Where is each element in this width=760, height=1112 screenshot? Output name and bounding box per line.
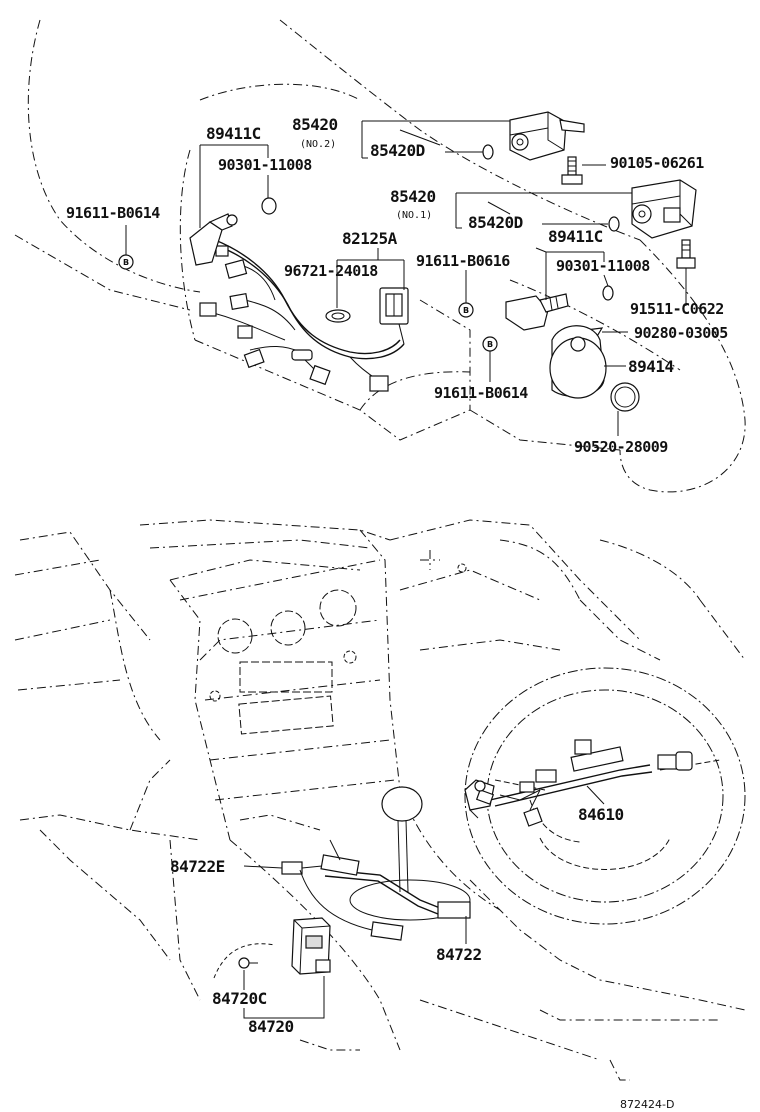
switch-84720 bbox=[291, 917, 331, 975]
clip-85420d-lower bbox=[608, 216, 620, 232]
lower-leaders bbox=[213, 785, 605, 1019]
part-labels: 89411C 90301-11008 91611-B0614 85420 (NO… bbox=[66, 115, 729, 1111]
label-90301-right: 90301-11008 bbox=[556, 257, 650, 275]
upper-outline bbox=[14, 19, 746, 493]
clip-85420d-upper bbox=[482, 144, 494, 160]
upper-leaders bbox=[125, 120, 687, 436]
label-82125a: 82125A bbox=[342, 229, 398, 248]
svg-text:B: B bbox=[463, 306, 469, 315]
label-84720c: 84720C bbox=[212, 989, 267, 1008]
label-85420d-lower: 85420D bbox=[468, 213, 523, 232]
harness-84722 bbox=[281, 839, 471, 941]
label-85420d-upper: 85420D bbox=[370, 141, 425, 160]
label-89411c-right: 89411C bbox=[548, 227, 603, 246]
badge-b-bottom: B bbox=[482, 336, 498, 352]
sensor-89414 bbox=[549, 325, 607, 399]
bolt-91511 bbox=[676, 239, 696, 269]
label-91611-b0614-left: 91611-B0614 bbox=[66, 204, 160, 222]
label-90520: 90520-28009 bbox=[574, 438, 668, 456]
wiring-harness bbox=[189, 213, 409, 392]
label-85420-no1: 85420 bbox=[390, 187, 436, 206]
grommet-96721 bbox=[325, 309, 351, 323]
label-84610: 84610 bbox=[578, 805, 624, 824]
label-91611-b0616: 91611-B0616 bbox=[416, 252, 510, 270]
label-89414: 89414 bbox=[628, 357, 674, 376]
label-89411c-left: 89411C bbox=[206, 124, 261, 143]
clip-90301-right bbox=[602, 285, 614, 301]
label-96721: 96721-24018 bbox=[284, 262, 378, 280]
sensor-85420-no2 bbox=[509, 111, 585, 161]
label-84722e: 84722E bbox=[170, 857, 225, 876]
sensor-85420-no1 bbox=[631, 179, 697, 239]
label-84722: 84722 bbox=[436, 945, 482, 964]
plug-89411c-right bbox=[505, 293, 569, 331]
o-ring-90520 bbox=[610, 382, 640, 412]
label-85420-no1-sub: (NO.1) bbox=[396, 210, 432, 221]
bolt-90105 bbox=[561, 156, 583, 185]
clip-90301-left bbox=[261, 197, 277, 215]
label-85420-no2: 85420 bbox=[292, 115, 338, 134]
label-90301-left: 90301-11008 bbox=[218, 156, 312, 174]
label-91511: 91511-C0622 bbox=[630, 300, 724, 318]
dashboard-vents bbox=[209, 563, 467, 735]
svg-text:B: B bbox=[123, 258, 129, 267]
badge-b-left: B bbox=[118, 254, 134, 270]
badge-b-middle: B bbox=[458, 302, 474, 318]
gear-shift bbox=[349, 786, 471, 921]
screw-84720c bbox=[238, 957, 258, 969]
dashboard-outline bbox=[14, 519, 746, 1081]
harness-84610 bbox=[464, 739, 693, 827]
label-90280: 90280-03005 bbox=[634, 324, 728, 342]
svg-text:B: B bbox=[487, 340, 493, 349]
label-85420-no2-sub: (NO.2) bbox=[300, 139, 336, 150]
reference-code: 872424-D bbox=[620, 1098, 674, 1111]
label-90105: 90105-06261 bbox=[610, 154, 704, 172]
label-84720: 84720 bbox=[248, 1017, 294, 1036]
label-91611-b0614-bottom: 91611-B0614 bbox=[434, 384, 528, 402]
